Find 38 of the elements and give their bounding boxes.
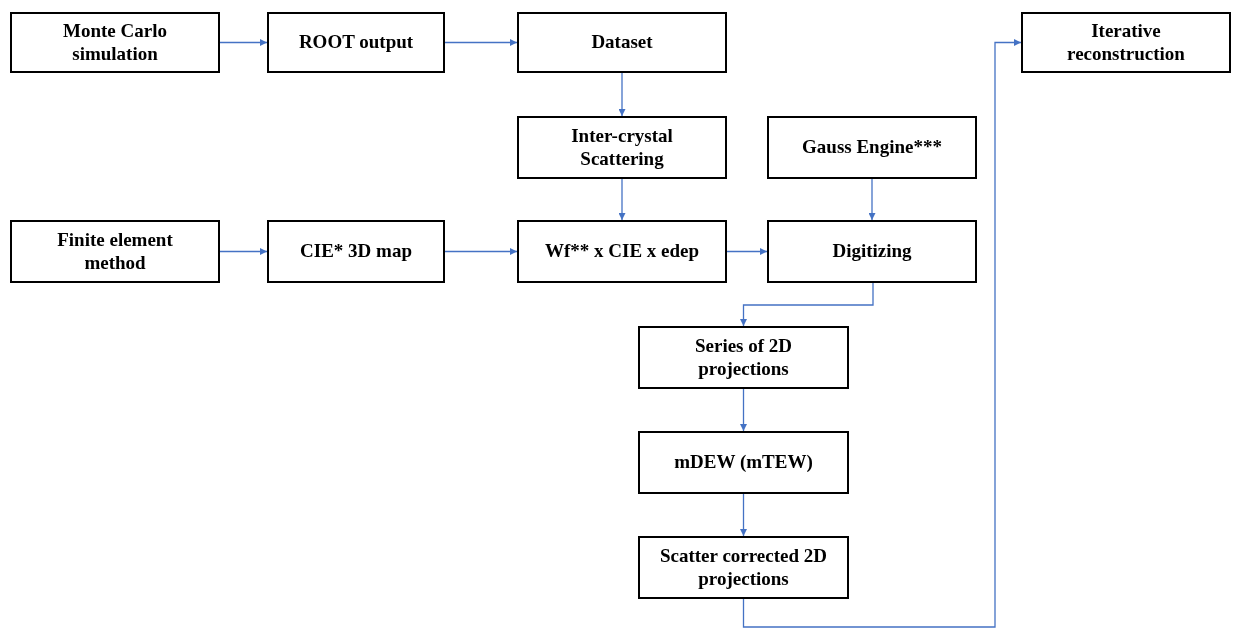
arrow [740,493,747,537]
arrow [618,72,626,117]
arrow [868,178,876,221]
box-label: ROOT output [298,31,414,54]
arrow [219,248,268,255]
arrow [219,39,268,46]
process-box [517,12,727,73]
box-label: Monte Carlo simulation [62,19,168,66]
box-label: Gauss Engine*** [802,136,942,159]
process-box [517,220,727,283]
process-box [767,116,977,179]
arrow [742,39,1022,628]
process-box [638,431,849,494]
box-label: Iterative reconstruction [1066,19,1186,66]
box-label: Series of 2D projections [693,334,794,381]
process-box [767,220,977,283]
box-label: Finite element method [56,228,174,275]
process-box [10,12,220,73]
box-label: CIE* 3D map [300,240,412,263]
box-label: Digitizing [832,240,912,263]
process-box [638,536,849,599]
process-box [1021,12,1231,73]
process-box [517,116,727,179]
arrow [726,248,768,255]
box-label: mDEW (mTEW) [674,451,813,474]
arrow [444,248,518,255]
box-label: Scatter corrected 2D projections [658,544,829,591]
process-box [267,220,445,283]
box-label: Inter-crystal Scattering [570,124,674,171]
box-label: Wf** x CIE x edep [544,240,700,263]
process-box [267,12,445,73]
process-box [638,326,849,389]
process-box [10,220,220,283]
arrow [740,282,874,327]
box-label: Dataset [591,31,653,54]
arrow [618,178,626,221]
arrow [740,388,747,432]
arrow [444,39,518,46]
